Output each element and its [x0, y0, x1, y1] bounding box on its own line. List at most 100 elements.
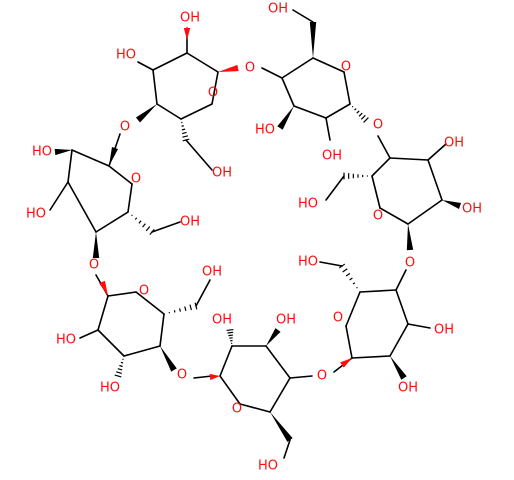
stereo-wedges	[54, 22, 462, 442]
bond	[281, 57, 314, 79]
hydroxyl-label: OH	[434, 323, 454, 338]
hash-bond	[182, 138, 190, 142]
bond	[265, 345, 291, 379]
wedge-bond	[183, 28, 191, 40]
bond	[407, 199, 443, 225]
bond	[261, 67, 283, 79]
wedge-bond	[277, 106, 294, 130]
hash-bond	[342, 268, 348, 273]
hash-bond	[116, 371, 122, 375]
wedge-bond	[99, 280, 108, 296]
bond	[219, 345, 233, 377]
hash-bond	[360, 114, 366, 120]
bond	[211, 71, 219, 105]
bond	[371, 175, 381, 209]
hash-bond	[356, 110, 360, 114]
ring-oxygen-label: O	[120, 120, 130, 135]
hydroxyl-label: HO	[116, 48, 136, 63]
bond	[159, 313, 165, 347]
bond	[359, 289, 397, 293]
hash-bond	[228, 334, 233, 337]
hydroxyl-label: OH	[322, 149, 342, 164]
hash-bond	[352, 282, 356, 285]
bond	[97, 295, 109, 331]
hydroxyl-label: HO	[56, 333, 76, 348]
hash-bond	[227, 331, 234, 334]
bond	[293, 105, 327, 119]
bond	[379, 207, 409, 225]
hash-bond	[356, 286, 358, 289]
ring-oxygen-label: O	[245, 61, 255, 76]
bond	[193, 375, 213, 379]
hash-bond	[345, 272, 351, 277]
ring-oxygen-label: O	[131, 172, 141, 187]
hash-bond	[184, 306, 187, 312]
wedge-bond	[109, 146, 119, 166]
hydroxyl-label: OH	[398, 381, 418, 396]
bond	[79, 329, 99, 339]
bond	[377, 135, 391, 159]
wedge-bond	[266, 328, 281, 346]
bond	[371, 157, 391, 177]
hydroxyl-label: OH	[276, 313, 296, 328]
wedge-bond	[309, 22, 317, 58]
wedge-bond	[160, 346, 177, 372]
wedge-bond	[270, 412, 293, 442]
hash-bond	[226, 328, 234, 332]
bond	[345, 291, 361, 327]
hash-bond	[349, 277, 353, 281]
ring-oxygen-label: O	[317, 369, 327, 384]
wedge-bond	[54, 148, 72, 156]
hydroxyl-label: OH	[180, 215, 200, 230]
hash-bond	[182, 135, 189, 138]
bond	[108, 165, 133, 185]
ring-oxygen-label: O	[341, 60, 351, 75]
bond	[152, 69, 158, 105]
ring-oxygen-label: O	[177, 368, 187, 383]
wedge-bond	[442, 200, 462, 210]
hash-bond	[119, 364, 123, 368]
bond	[345, 325, 353, 359]
bond	[427, 143, 447, 161]
bond	[239, 403, 271, 413]
bond	[325, 175, 345, 201]
hydroxyl-label: OH	[212, 166, 232, 181]
bond	[107, 291, 137, 297]
hydroxyl-label: HO	[100, 381, 120, 396]
bond	[49, 181, 69, 211]
bond	[289, 375, 313, 379]
hydroxyl-label: HO	[298, 197, 318, 212]
wedge-bond	[340, 358, 352, 368]
hydroxyl-label: HO	[298, 255, 318, 270]
bond	[389, 157, 429, 161]
bond	[292, 9, 314, 23]
bond	[123, 345, 161, 357]
wedge-bond	[92, 232, 100, 258]
hash-bond	[149, 229, 155, 235]
bond	[325, 103, 351, 119]
hash-bond	[189, 304, 192, 311]
bond	[71, 149, 110, 167]
bond	[395, 269, 407, 291]
hash-bond	[181, 128, 186, 131]
hash-bond	[358, 112, 363, 117]
bond	[185, 139, 213, 171]
ring-oxygen-label: O	[405, 256, 415, 271]
bond	[325, 117, 331, 141]
hash-bond	[354, 108, 357, 111]
wedge-bond	[218, 64, 239, 72]
hash-bond	[145, 226, 151, 232]
hydroxyl-label: OH	[180, 11, 200, 26]
hydroxyl-label: OH	[462, 202, 482, 217]
hash-bond	[363, 117, 369, 123]
bond	[151, 221, 181, 233]
wedge-bond	[209, 373, 220, 381]
hash-bond	[338, 263, 346, 269]
bond	[319, 261, 343, 267]
bond	[312, 57, 345, 73]
bond	[67, 181, 97, 233]
hash-bond	[120, 361, 124, 364]
bond	[427, 159, 443, 201]
bond	[281, 77, 295, 107]
